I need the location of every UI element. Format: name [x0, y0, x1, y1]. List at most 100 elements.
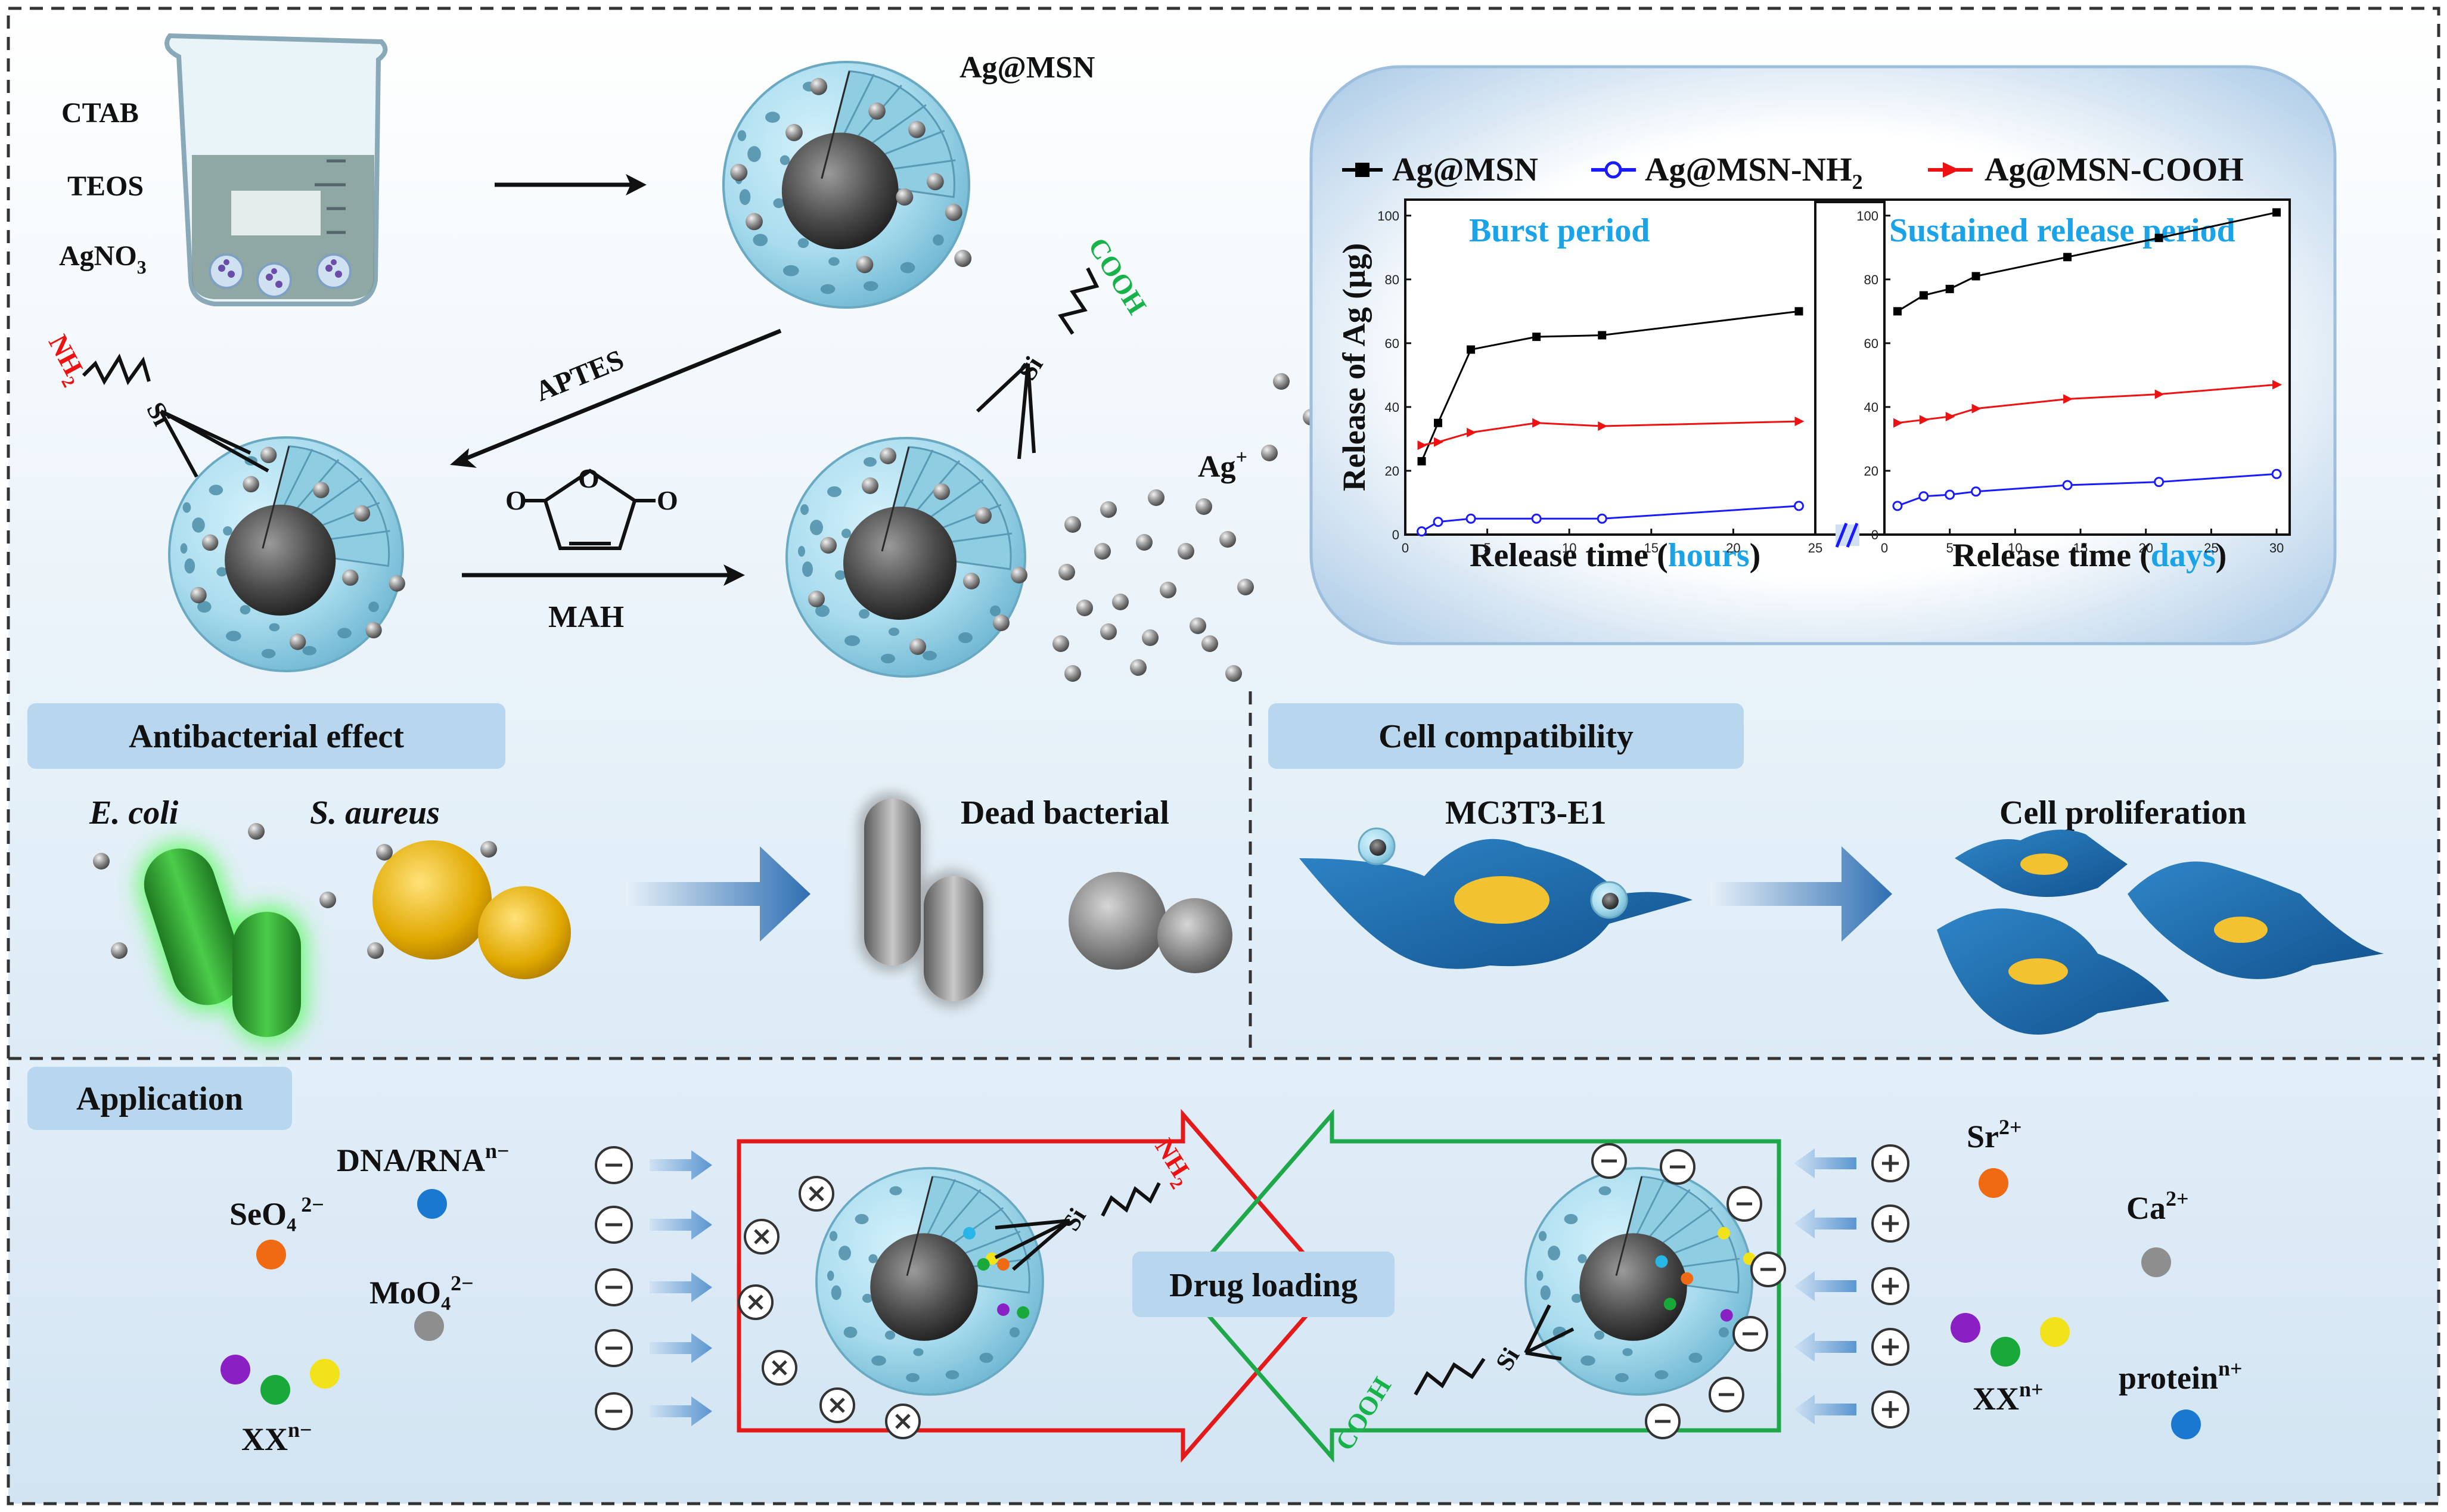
xlabel-hours: Release time (hours) [1470, 537, 1760, 574]
saureus-label: S. aureus [310, 794, 440, 831]
data-point-ag-msn [1434, 418, 1443, 427]
arrow-mah [462, 564, 745, 586]
data-point-ag-msn-nh2 [2154, 477, 2165, 488]
carboxyl-linker-app [1414, 1304, 1575, 1396]
proliferated-cells [1937, 830, 2384, 1035]
ag-msn-cooh-particle [785, 437, 1027, 678]
dna-rna-ion [417, 1189, 447, 1219]
ag-msn-particle [723, 62, 972, 308]
data-point-ag-msn-cooh [1434, 437, 1444, 447]
x-tick-label-hours: 10 [1562, 541, 1576, 555]
xx-cation-green [1990, 1337, 2020, 1367]
cell-header [1268, 703, 1744, 769]
mah-o-right: O [657, 485, 678, 516]
drug-loading-label: Drug loading [1169, 1267, 1358, 1304]
legend-ag-msn-cooh: Ag@MSN-COOH [1985, 151, 2244, 188]
data-point-ag-msn-cooh [2272, 380, 2283, 390]
plot-frame-days [1883, 198, 2291, 536]
dead-bacteria [858, 793, 1232, 1007]
beaker-label-teos: TEOS [67, 170, 144, 202]
cation-protein: proteinn+ [2119, 1356, 2243, 1396]
data-point-ag-msn-nh2 [2271, 468, 2282, 479]
y-tick-label-hours: 80 [1385, 272, 1399, 287]
cation-loading-arrow [1180, 1109, 1781, 1463]
mah-o-left: O [505, 485, 527, 516]
x-tick-label-days: 0 [1881, 541, 1888, 555]
data-point-ag-msn [2272, 208, 2281, 217]
dead-bacteria-label: Dead bacterial [961, 794, 1169, 831]
x-tick-label-hours: 0 [1402, 541, 1409, 555]
data-point-ag-msn [1971, 272, 1980, 281]
data-point-ag-msn-nh2 [1892, 501, 1903, 511]
anion-moo4: MoO₄2− [369, 1271, 474, 1311]
beaker [164, 33, 388, 306]
sr-ion [1979, 1168, 2008, 1198]
x-tick-label-days: 5 [1946, 541, 1954, 555]
y-tick-label-hours: 100 [1377, 209, 1399, 223]
ag-msn-label: Ag@MSN [959, 51, 1095, 85]
y-tick-label-hours: 60 [1385, 336, 1399, 351]
data-point-ag-msn [2063, 253, 2072, 262]
axis-break-mark [1835, 523, 1859, 548]
data-point-ag-msn [1893, 307, 1902, 316]
data-point-ag-msn-nh2 [1433, 517, 1443, 527]
data-point-ag-msn [2154, 234, 2163, 243]
ecoli-label: E. coli [89, 794, 179, 831]
cation-flow-arrows [1794, 1148, 1856, 1424]
data-point-ag-msn-nh2 [1918, 491, 1929, 502]
x-tick-label-days: 25 [2204, 541, 2218, 555]
data-point-ag-msn-cooh [1417, 440, 1427, 451]
data-point-ag-msn-nh2 [1971, 486, 1982, 497]
data-point-ag-msn-cooh [1532, 418, 1542, 428]
data-point-ag-msn-nh2 [1793, 501, 1804, 511]
data-point-ag-msn-cooh [2154, 389, 2165, 399]
y-tick-label-days: 20 [1864, 464, 1878, 479]
saureus-bacteria [372, 840, 571, 979]
amine-msn-loaded [815, 1167, 1044, 1396]
ecoli-bacteria [138, 842, 307, 1043]
data-point-ag-msn-cooh [1794, 416, 1805, 426]
y-tick-label-days: 40 [1864, 400, 1878, 415]
data-point-ag-msn-cooh [1893, 418, 1903, 428]
y-tick-label-hours: 20 [1385, 464, 1399, 479]
mah-o-center: O [578, 463, 600, 493]
amine-linker-app [994, 1182, 1161, 1271]
y-tick-label-days: 100 [1856, 209, 1878, 223]
antibacterial-header [27, 703, 505, 769]
xx-anion-purple [221, 1355, 250, 1384]
cation-ca: Ca2+ [2126, 1187, 2189, 1226]
carboxyl-msn-loaded [1524, 1167, 1756, 1396]
cell-proliferation-label: Cell proliferation [1999, 794, 2246, 831]
legend-ag-msn: Ag@MSN [1392, 151, 1538, 188]
cation-xx: XXn+ [1973, 1377, 2044, 1417]
data-point-ag-msn-nh2 [2062, 480, 2073, 490]
ag-ion-label: Ag+ [1198, 446, 1247, 484]
mah-molecule [524, 468, 656, 550]
plot-frame-hours [1404, 198, 1816, 536]
data-point-ag-msn-cooh [1598, 421, 1608, 431]
xx-cation-purple [1951, 1313, 1980, 1343]
y-tick-label-hours: 40 [1385, 400, 1399, 415]
seo4-ion [256, 1240, 286, 1269]
cation-charges [1871, 1144, 1909, 1429]
data-point-ag-msn [1417, 457, 1426, 465]
protein-ion [2171, 1409, 2201, 1439]
arrow-beaker-to-agmsn [495, 174, 647, 195]
carboxyl-msn-charges [1591, 1143, 1786, 1439]
amine-msn-charges [738, 1176, 921, 1439]
data-point-ag-msn-cooh [1971, 403, 1982, 414]
legend-ag-msn-nh2: Ag@MSN-NH2 [1645, 151, 1863, 194]
cell-line-label: MC3T3-E1 [1445, 794, 1607, 831]
application-header [27, 1067, 292, 1130]
cell-header-text: Cell compatibility [1378, 718, 1634, 755]
xlabel-days: Release time (days) [1952, 537, 2226, 574]
panel-title-burst: Burst period [1469, 212, 1650, 249]
anion-dna-rna: DNA/RNAn− [337, 1139, 510, 1178]
anion-xx: XXn− [241, 1418, 312, 1457]
mc3t3-cell [1299, 827, 1693, 969]
arrow-to-proliferation [1710, 846, 1892, 942]
anion-charges [595, 1146, 633, 1430]
